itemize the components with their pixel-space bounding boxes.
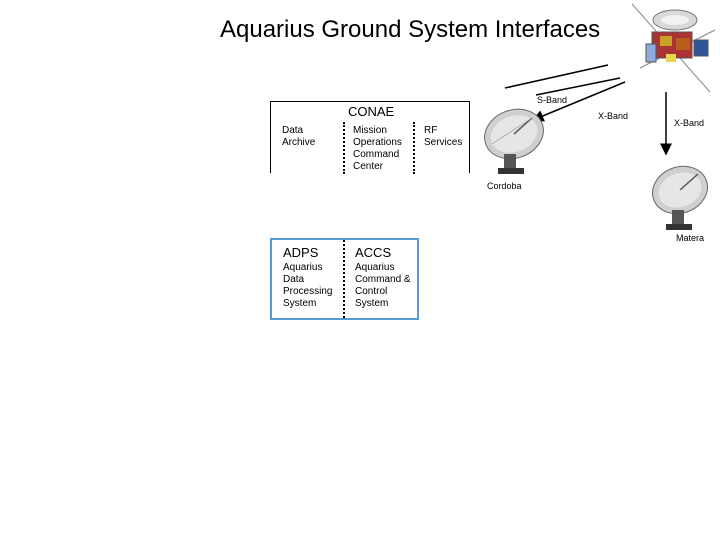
adps-title: ADPS bbox=[283, 245, 319, 260]
ground-divider bbox=[343, 240, 345, 318]
rf-services-label: RF Services bbox=[424, 125, 463, 148]
s-band-line-1 bbox=[535, 77, 621, 96]
x-band-line-cordoba bbox=[531, 81, 626, 122]
conae-box bbox=[270, 101, 470, 173]
accs-desc: Aquarius Command & Control System bbox=[355, 262, 411, 309]
satellite-icon bbox=[620, 0, 720, 96]
page-title: Aquarius Ground System Interfaces bbox=[220, 16, 601, 43]
accs-title: ACCS bbox=[355, 245, 392, 260]
x-band-label-cordoba: X-Band bbox=[598, 111, 629, 121]
dish-antenna-icon bbox=[478, 104, 550, 176]
adps-desc: Aquarius Data Processing System bbox=[283, 262, 333, 309]
s-band-line-2 bbox=[504, 64, 609, 89]
matera-label: Matera bbox=[676, 233, 705, 243]
dish-antenna-icon bbox=[646, 162, 716, 232]
data-archive-label: Data Archive bbox=[282, 125, 316, 148]
cordoba-label: Cordoba bbox=[487, 181, 522, 191]
conae-divider-1 bbox=[343, 122, 345, 174]
mission-operations-label: Mission Operations Command Center bbox=[353, 125, 402, 172]
conae-divider-2 bbox=[413, 122, 415, 174]
ground-systems-box bbox=[270, 238, 419, 320]
x-band-label-matera: X-Band bbox=[674, 118, 705, 128]
conae-header: CONAE bbox=[348, 104, 395, 119]
s-band-label: S-Band bbox=[537, 95, 568, 105]
